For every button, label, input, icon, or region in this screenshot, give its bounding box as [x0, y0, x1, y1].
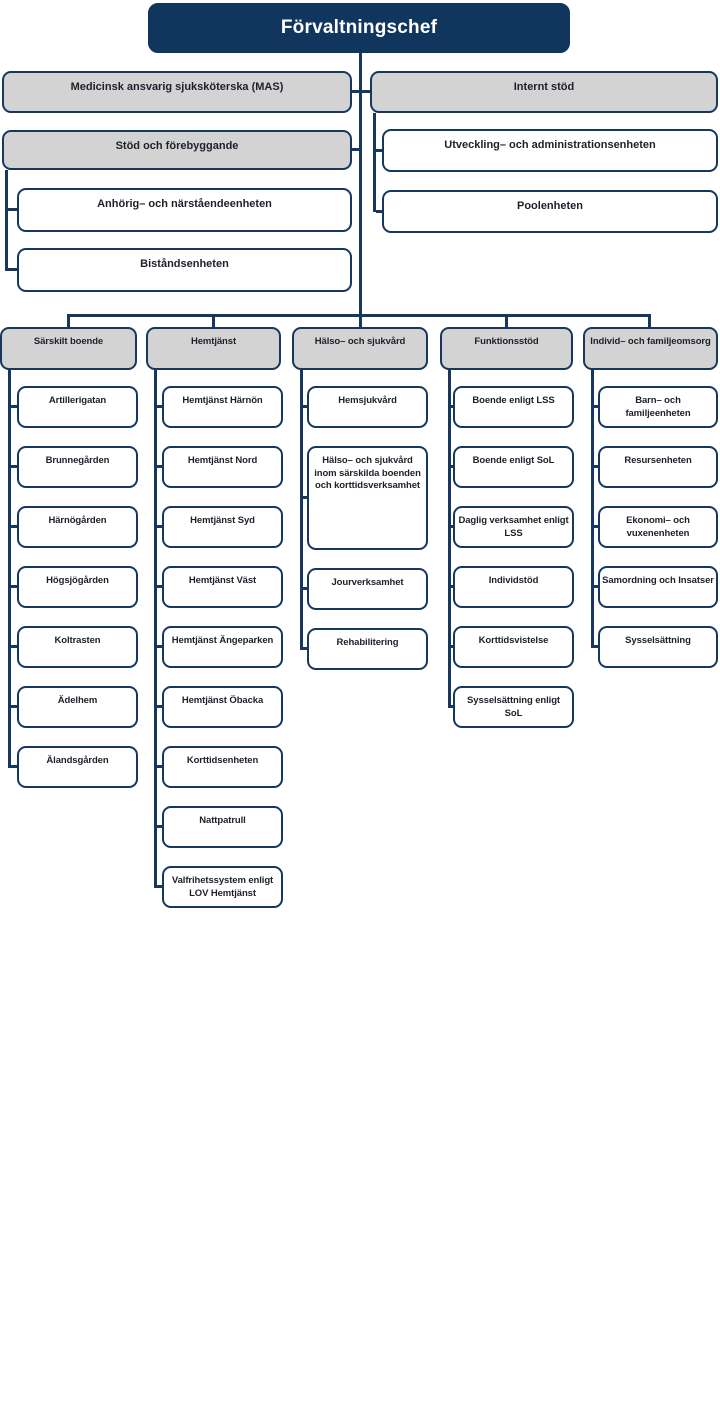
node-hemtjanst-syd: Hemtjänst Syd: [162, 506, 283, 548]
connector-line: [154, 465, 162, 468]
connector-line: [300, 647, 307, 650]
connector-line: [591, 370, 594, 648]
node-boende-enligt-lss: Boende enligt LSS: [453, 386, 574, 428]
connector-line: [8, 645, 17, 648]
connector-line: [8, 268, 17, 271]
connector-line: [448, 645, 453, 648]
connector-line: [8, 705, 17, 708]
node-forvaltningschef: Förvaltningschef: [148, 3, 570, 53]
node-jourverksamhet: Jourverksamhet: [307, 568, 428, 610]
connector-line: [505, 314, 508, 327]
node-bistandsenheten: Biståndsenheten: [17, 248, 352, 292]
connector-line: [154, 405, 162, 408]
connector-distributor: [67, 314, 651, 317]
node-poolenheten: Poolenheten: [382, 190, 718, 233]
node-korttidsvistelse: Korttidsvistelse: [453, 626, 574, 668]
connector-line: [448, 465, 453, 468]
connector-line: [300, 587, 307, 590]
connector-line: [591, 405, 598, 408]
node-hogsjogarden: Högsjögården: [17, 566, 138, 608]
connector-trunk: [359, 53, 362, 327]
node-alandsgarden: Älandsgården: [17, 746, 138, 788]
connector-line: [154, 825, 162, 828]
header-sarskilt-boende: Särskilt boende: [0, 327, 137, 370]
node-artillerigatan: Artillerigatan: [17, 386, 138, 428]
node-sysselsattning: Sysselsättning: [598, 626, 718, 668]
connector-line: [8, 765, 17, 768]
node-ekonomi-och-vuxenenheten: Ekonomi– och vuxenenheten: [598, 506, 718, 548]
connector-line: [591, 585, 598, 588]
node-anhorig-och-narstaendeenheten: Anhörig– och närståendeenheten: [17, 188, 352, 232]
node-rehabilitering: Rehabilitering: [307, 628, 428, 670]
connector-line: [154, 705, 162, 708]
header-halso-och-sjukvard: Hälso– och sjukvård: [292, 327, 428, 370]
connector-line: [648, 314, 651, 327]
connector-line: [8, 208, 17, 211]
connector-line: [212, 314, 215, 327]
connector-line: [448, 405, 453, 408]
node-koltrasten: Koltrasten: [17, 626, 138, 668]
node-hemtjanst-nord: Hemtjänst Nord: [162, 446, 283, 488]
connector-line: [591, 465, 598, 468]
node-mas: Medicinsk ansvarig sjuksköterska (MAS): [2, 71, 352, 113]
header-funktionsstod: Funktionsstöd: [440, 327, 573, 370]
connector-line: [67, 314, 70, 327]
node-hemtjanst-angeparken: Hemtjänst Ängeparken: [162, 626, 283, 668]
node-hemtjanst-vast: Hemtjänst Väst: [162, 566, 283, 608]
connector-line: [8, 405, 17, 408]
connector-line: [448, 705, 453, 708]
header-individ-och-familjeomsorg: Individ– och familjeomsorg: [583, 327, 718, 370]
node-brunnegarden: Brunnegården: [17, 446, 138, 488]
connector-line: [300, 405, 307, 408]
node-individstod: Individstöd: [453, 566, 574, 608]
connector-line: [448, 585, 453, 588]
node-halso-och-sjukvard-sarskilda-boenden: Hälso– och sjukvård inom särskilda boend…: [307, 446, 428, 550]
node-hemtjanst-obacka: Hemtjänst Öbacka: [162, 686, 283, 728]
node-boende-enligt-sol: Boende enligt SoL: [453, 446, 574, 488]
connector-line: [448, 370, 451, 708]
node-hemsjukvard: Hemsjukvård: [307, 386, 428, 428]
connector-line: [448, 525, 453, 528]
connector-line: [8, 370, 11, 768]
node-valfrihetssystem-lov-hemtjanst: Valfrihetssystem enligt LOV Hemtjänst: [162, 866, 283, 908]
connector-line: [352, 148, 361, 151]
connector-line: [376, 149, 382, 152]
connector-line: [154, 585, 162, 588]
node-samordning-och-insatser: Samordning och Insatser: [598, 566, 718, 608]
connector-line: [154, 645, 162, 648]
connector-line: [373, 113, 376, 212]
connector-line: [154, 525, 162, 528]
connector-line: [300, 370, 303, 650]
node-nattpatrull: Nattpatrull: [162, 806, 283, 848]
connector-line: [5, 170, 8, 271]
connector-line: [8, 465, 17, 468]
node-daglig-verksamhet-enligt-lss: Daglig verksamhet enligt LSS: [453, 506, 574, 548]
connector-line: [300, 496, 307, 499]
connector-line: [352, 90, 370, 93]
node-utveckling-och-administrationsenheten: Utveckling– och administrationsenheten: [382, 129, 718, 172]
node-barn-och-familjeenheten: Barn– och familjeenheten: [598, 386, 718, 428]
node-internt-stod: Internt stöd: [370, 71, 718, 113]
connector-line: [8, 525, 17, 528]
node-harnogarden: Härnögården: [17, 506, 138, 548]
node-stod-och-forebyggande: Stöd och förebyggande: [2, 130, 352, 170]
connector-line: [154, 885, 162, 888]
connector-line: [376, 210, 382, 213]
header-hemtjanst: Hemtjänst: [146, 327, 281, 370]
connector-line: [8, 585, 17, 588]
node-resursenheten: Resursenheten: [598, 446, 718, 488]
node-hemtjanst-harnon: Hemtjänst Härnön: [162, 386, 283, 428]
node-sysselsattning-enligt-sol: Sysselsättning enligt SoL: [453, 686, 574, 728]
connector-line: [154, 370, 157, 888]
connector-line: [154, 765, 162, 768]
node-adelhem: Ädelhem: [17, 686, 138, 728]
node-korttidsenheten: Korttidsenheten: [162, 746, 283, 788]
connector-line: [591, 525, 598, 528]
connector-line: [591, 645, 598, 648]
